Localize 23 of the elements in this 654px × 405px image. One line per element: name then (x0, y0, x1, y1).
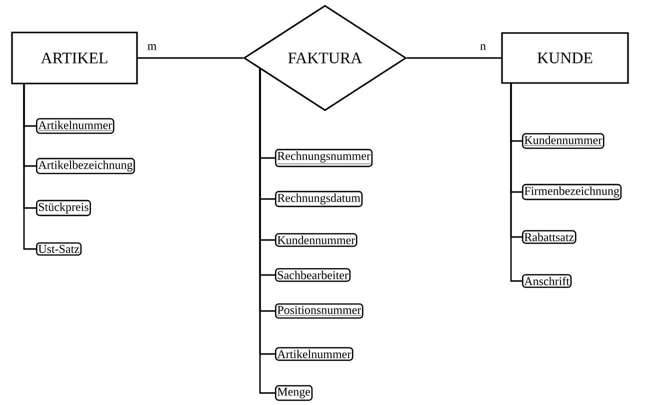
attribute-line (23, 84, 36, 250)
attribute-line (510, 83, 522, 282)
attribute-box: Sachbearbeiter (275, 268, 351, 282)
attribute-box: Ust-Satz (36, 242, 82, 256)
attribute-box: Menge (275, 385, 313, 401)
attribute-box: Rechnungsdatum (275, 190, 363, 208)
key-attribute-box: Artikelnummer (36, 118, 114, 134)
relationship-line (138, 57, 244, 59)
attribute-box: Rabattsatz (522, 230, 576, 244)
cardinality-label: m (146, 43, 158, 51)
entity-box: ARTIKEL (11, 32, 138, 84)
attribute-box: Anschrift (522, 274, 572, 288)
relationship-line (406, 57, 502, 59)
attribute-box: Firmenbezeichnung (522, 184, 622, 200)
attribute-box: Stückpreis (36, 200, 91, 216)
key-attribute-box: Positionsnummer (275, 303, 364, 319)
entity-box: KUNDE (501, 32, 629, 84)
attribute-box: Artikelbezeichnung (36, 158, 135, 174)
attribute-box: Artikelnummer (275, 347, 354, 361)
cardinality-label: n (479, 43, 487, 51)
key-attribute-box: Kundennummer (522, 133, 604, 149)
attribute-box: Kundennummer (275, 233, 358, 247)
key-attribute-box: Rechnungsnummer (275, 148, 373, 168)
